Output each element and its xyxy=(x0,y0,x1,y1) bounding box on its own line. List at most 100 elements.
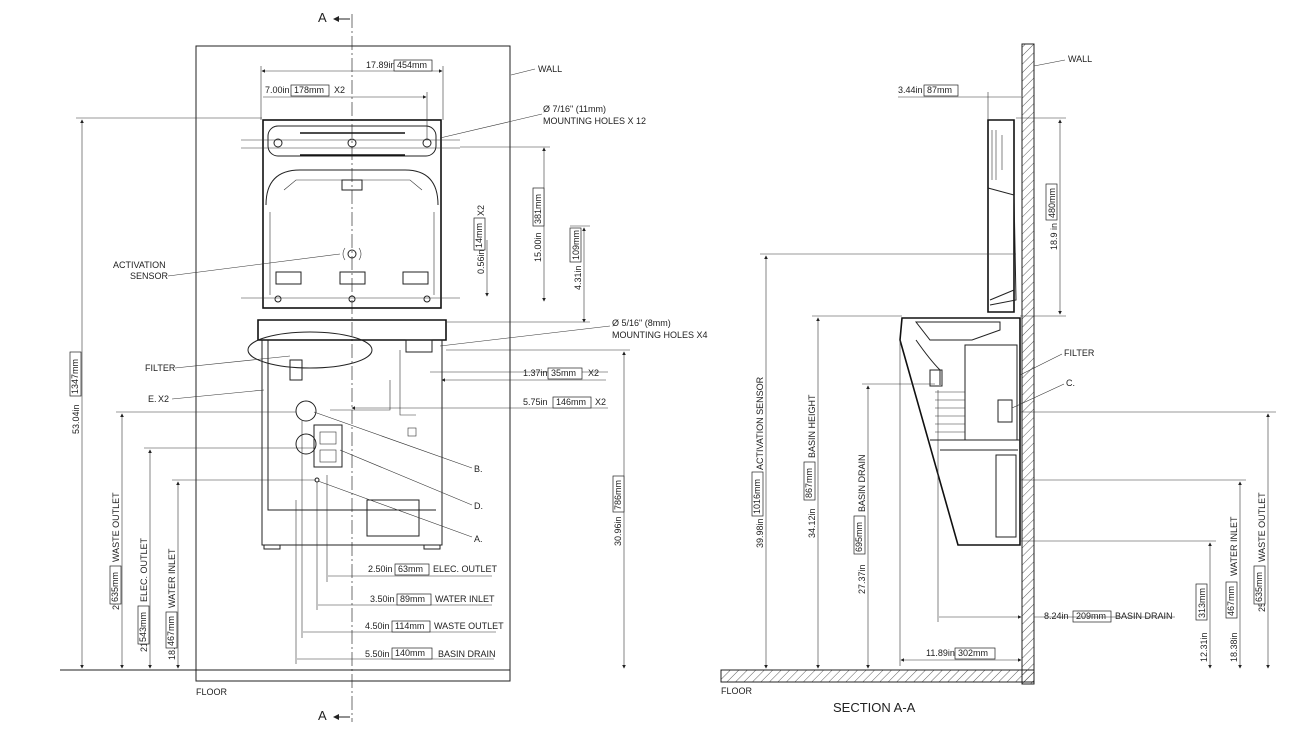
svg-text:480mm: 480mm xyxy=(1047,188,1057,218)
svg-text:X2: X2 xyxy=(334,85,345,95)
dim-250in: 2.50in 63mm ELEC. OUTLET xyxy=(326,475,498,582)
e-qty: X2 xyxy=(158,394,169,404)
mounting-hole-low-leader xyxy=(439,325,611,347)
wall-leader xyxy=(510,68,536,76)
svg-text:7.00in: 7.00in xyxy=(265,85,290,95)
svg-text:467mm: 467mm xyxy=(166,616,176,646)
activation-sensor-label: ACTIVATION xyxy=(113,260,166,270)
svg-text:4.31in: 4.31in xyxy=(573,265,583,290)
svg-text:1.37in: 1.37in xyxy=(523,368,548,378)
section-marker-top: A xyxy=(318,10,350,25)
svg-text:30.96in: 30.96in xyxy=(613,516,623,546)
svg-text:18.9 in: 18.9 in xyxy=(1049,223,1059,250)
mounting-hole-leader xyxy=(439,113,543,139)
svg-text:2.50in: 2.50in xyxy=(368,564,393,574)
filter-leader xyxy=(174,355,291,369)
b-leader xyxy=(313,411,473,469)
dim-1231in: 12.31in 313mm xyxy=(1020,540,1216,669)
filter-coils xyxy=(935,391,965,433)
floor-section xyxy=(720,669,1035,683)
filter-leader-side xyxy=(1019,353,1063,376)
dim-550in: 5.50in 140mm BASIN DRAIN xyxy=(295,500,496,664)
svg-text:786mm: 786mm xyxy=(613,480,623,510)
dim-hole-spacing: 7.00in 178mm X2 xyxy=(263,84,428,140)
svg-text:X2: X2 xyxy=(476,205,486,216)
front-view: A A WALL FLOOR xyxy=(60,10,708,723)
svg-text:BASIN DRAIN: BASIN DRAIN xyxy=(438,649,496,659)
svg-text:5.75in: 5.75in xyxy=(523,397,548,407)
svg-text:302mm: 302mm xyxy=(958,648,988,658)
dim-575in: 5.75in 146mm X2 xyxy=(351,396,608,410)
svg-text:34.12in: 34.12in xyxy=(807,508,817,538)
svg-text:109mm: 109mm xyxy=(571,230,581,260)
svg-text:543mm: 543mm xyxy=(138,612,148,642)
e-leader xyxy=(171,389,265,400)
dim-25in: 25.00in 635mm WASTE OUTLET xyxy=(109,411,296,669)
svg-text:27.37in: 27.37in xyxy=(857,564,867,594)
svg-text:0.56in: 0.56in xyxy=(476,249,486,274)
mounting-holes-low-label: Ø 5/16" (8mm) xyxy=(612,318,671,328)
section-title: SECTION A-A xyxy=(833,700,916,715)
dim-3412in: 34.12in 867mm BASIN HEIGHT xyxy=(803,315,902,669)
svg-text:381mm: 381mm xyxy=(533,194,543,224)
svg-text:11.89in: 11.89in xyxy=(926,648,955,658)
dim-5304in: 53.04in 1347mm xyxy=(69,117,262,669)
mounting-holes-top-label: Ø 7/16" (11mm) xyxy=(543,104,606,114)
svg-text:313mm: 313mm xyxy=(1197,588,1207,618)
svg-text:A: A xyxy=(318,10,327,25)
bottle-filler-unit xyxy=(241,119,460,309)
dim-15in: 15.00in 381mm xyxy=(460,146,550,302)
svg-text:BASIN DRAIN: BASIN DRAIN xyxy=(1115,611,1173,621)
d-leader xyxy=(339,449,473,506)
activation-sensor-leader xyxy=(167,253,341,277)
wall-leader-side xyxy=(1033,59,1066,67)
svg-text:ELEC. OUTLET: ELEC. OUTLET xyxy=(139,537,149,602)
svg-text:BASIN HEIGHT: BASIN HEIGHT xyxy=(807,394,817,458)
svg-text:WASTE OUTLET: WASTE OUTLET xyxy=(1257,492,1267,562)
svg-text:114mm: 114mm xyxy=(395,621,424,631)
svg-text:87mm: 87mm xyxy=(927,85,952,95)
svg-text:178mm: 178mm xyxy=(294,85,324,95)
activation-sensor-label-2: SENSOR xyxy=(130,271,169,281)
dim-25in-side: 25.00in 635mm WASTE OUTLET xyxy=(1020,411,1276,669)
svg-text:BASIN DRAIN: BASIN DRAIN xyxy=(857,454,867,512)
svg-text:3.50in: 3.50in xyxy=(370,594,395,604)
section-marker-bottom: A xyxy=(318,708,350,723)
activation-sensor-icon xyxy=(342,247,362,261)
filter-label: FILTER xyxy=(145,363,176,373)
svg-text:867mm: 867mm xyxy=(804,468,814,498)
section-view: WALL FLOOR SECTION A-A xyxy=(720,43,1276,715)
svg-text:WATER INLET: WATER INLET xyxy=(435,594,495,604)
mounting-holes-top-qty: MOUNTING HOLES X 12 xyxy=(543,116,646,126)
dim-824in: 8.24in 209mm BASIN DRAIN xyxy=(937,390,1175,623)
callout-d: D. xyxy=(474,501,483,511)
dim-3096in: 30.96in 786mm xyxy=(446,349,630,669)
electrical-outlet xyxy=(313,424,343,468)
svg-text:4.50in: 4.50in xyxy=(365,621,390,631)
bottle-filler-side xyxy=(987,119,1017,313)
callout-a: A. xyxy=(474,534,483,544)
svg-text:89mm: 89mm xyxy=(400,594,425,604)
dim-431in: 4.31in 109mm xyxy=(446,225,590,323)
svg-text:15.00in: 15.00in xyxy=(533,232,543,262)
svg-text:ACTIVATION SENSOR: ACTIVATION SENSOR xyxy=(755,376,765,470)
svg-text:X2: X2 xyxy=(588,368,599,378)
wall-label: WALL xyxy=(538,64,562,74)
svg-text:ELEC. OUTLET: ELEC. OUTLET xyxy=(433,564,498,574)
svg-text:WATER INLET: WATER INLET xyxy=(167,548,177,608)
fountain-side xyxy=(899,317,1021,546)
a-leader xyxy=(317,480,473,538)
dim-2737in: 27.37in 695mm BASIN DRAIN xyxy=(853,383,935,669)
dim-3998in: 39.98in 1016mm ACTIVATION SENSOR xyxy=(751,253,1016,669)
mounting-holes-low-qty: MOUNTING HOLES X4 xyxy=(612,330,708,340)
dim-1838in: 18.38in 467mm WATER INLET xyxy=(165,479,316,669)
svg-text:1016mm: 1016mm xyxy=(752,479,762,514)
svg-text:17.89in: 17.89in xyxy=(366,60,396,70)
wall-section xyxy=(1021,43,1035,685)
dim-450in: 4.50in 114mm WASTE OUTLET xyxy=(301,420,504,638)
svg-text:454mm: 454mm xyxy=(397,60,427,70)
svg-text:35mm: 35mm xyxy=(551,368,576,378)
svg-text:14mm: 14mm xyxy=(474,223,484,248)
svg-text:18.38in: 18.38in xyxy=(1229,632,1239,662)
svg-text:3.44in: 3.44in xyxy=(898,85,923,95)
